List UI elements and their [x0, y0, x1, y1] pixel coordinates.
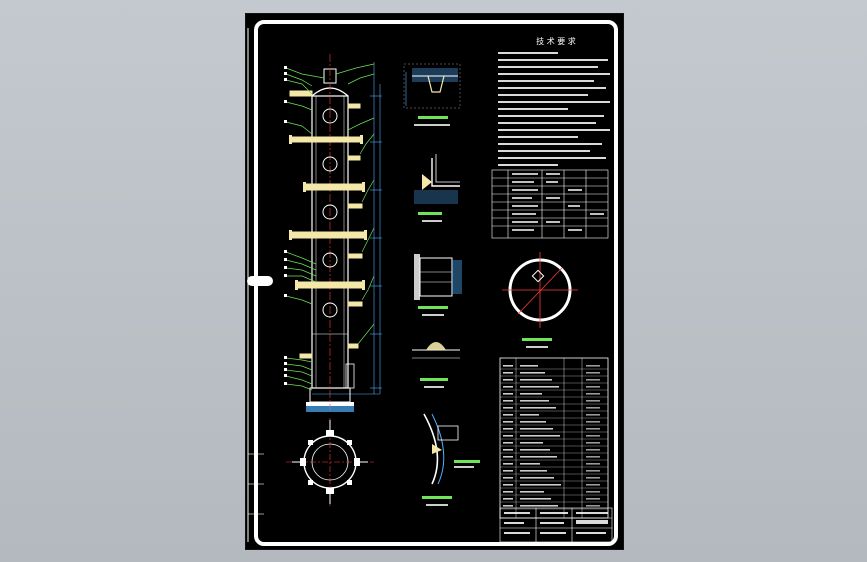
parts-row-text	[503, 505, 513, 507]
parts-row-text	[503, 484, 513, 486]
parts-row-text	[520, 407, 556, 409]
parts-row-text	[520, 456, 557, 458]
parts-row-text	[586, 505, 600, 507]
parts-row-text	[503, 365, 513, 367]
support-legs	[345, 363, 355, 402]
parts-row-text	[520, 393, 542, 395]
parts-row-text	[520, 498, 551, 500]
parts-row-text	[520, 414, 539, 416]
parts-row-text	[520, 442, 543, 444]
parts-row-text	[520, 379, 552, 381]
parts-row-text	[586, 491, 600, 493]
parts-row-text	[586, 386, 600, 388]
parts-row-text	[520, 428, 553, 430]
parts-row-text	[503, 428, 513, 430]
parts-row-text	[586, 365, 600, 367]
design-data-cells	[512, 173, 604, 231]
parts-row-text	[586, 463, 600, 465]
parts-row-text	[503, 435, 513, 437]
parts-row-text	[503, 379, 513, 381]
detail-view-2[interactable]	[414, 154, 460, 222]
parts-row-text	[586, 442, 600, 444]
parts-row-text	[520, 400, 549, 402]
parts-row-text	[586, 477, 600, 479]
viewport-resize-handle[interactable]	[247, 276, 273, 286]
parts-row-text	[503, 470, 513, 472]
parts-row-text	[520, 372, 545, 374]
base-plate	[306, 406, 354, 412]
plan-view[interactable]	[286, 418, 374, 506]
notes-title: 技 术 要 求	[536, 36, 576, 46]
parts-row-text	[586, 470, 600, 472]
parts-row-text	[503, 421, 513, 423]
parts-row-text	[520, 470, 547, 472]
parts-row-text	[520, 449, 550, 451]
detail-view-1[interactable]	[403, 63, 461, 126]
parts-row-text	[520, 484, 561, 486]
parts-row-text	[586, 400, 600, 402]
parts-row-text	[503, 372, 513, 374]
parts-row-text	[520, 505, 558, 507]
side-nozzles	[289, 90, 367, 359]
parts-row-text	[503, 456, 513, 458]
parts-row-text	[503, 414, 513, 416]
parts-row-text	[503, 491, 513, 493]
parts-row-text	[586, 456, 600, 458]
parts-row-text	[503, 463, 513, 465]
design-data-table[interactable]	[491, 169, 609, 239]
parts-row-text	[520, 421, 546, 423]
leader-lines-left	[285, 67, 325, 391]
parts-row-text	[503, 407, 513, 409]
parts-row-text	[520, 365, 538, 367]
parts-row-text	[503, 449, 513, 451]
parts-row-text	[520, 463, 540, 465]
parts-row-text	[586, 449, 600, 451]
parts-row-text	[586, 414, 600, 416]
parts-row-text	[520, 386, 559, 388]
left-title-strip	[248, 453, 264, 542]
detail-view-4[interactable]	[412, 342, 460, 388]
manholes	[322, 108, 338, 318]
detail-view-3[interactable]	[414, 254, 462, 316]
parts-row-text	[586, 435, 600, 437]
parts-row-text	[503, 442, 513, 444]
parts-row-text	[503, 386, 513, 388]
parts-row-text	[586, 498, 600, 500]
parts-row-text	[586, 428, 600, 430]
parts-row-text	[503, 477, 513, 479]
column-vessel[interactable]	[289, 54, 367, 410]
drawing-canvas[interactable]: 技 术 要 求	[246, 14, 623, 549]
parts-list-table[interactable]	[499, 357, 609, 519]
parts-row-text	[586, 372, 600, 374]
parts-row-text	[503, 498, 513, 500]
parts-row-text	[586, 421, 600, 423]
section-view[interactable]	[502, 252, 578, 348]
title-block[interactable]	[499, 507, 613, 543]
parts-row-text	[520, 491, 544, 493]
parts-row-text	[520, 435, 560, 437]
notes-text-lines	[498, 52, 610, 166]
drawing-sheet[interactable]: 技 术 要 求	[245, 13, 624, 550]
parts-list-rows	[500, 365, 608, 510]
title-block-text	[504, 512, 608, 534]
leader-dots-left	[284, 66, 287, 385]
parts-row-text	[586, 393, 600, 395]
technical-notes[interactable]: 技 术 要 求	[498, 36, 610, 166]
parts-row-text	[503, 393, 513, 395]
parts-row-text	[586, 379, 600, 381]
parts-row-text	[586, 407, 600, 409]
detail-view-5[interactable]	[422, 413, 480, 506]
nozzle-flanges	[289, 135, 367, 290]
leader-lines-right	[335, 63, 375, 345]
dimension-chain	[312, 62, 382, 395]
parts-row-text	[503, 400, 513, 402]
parts-row-text	[586, 484, 600, 486]
parts-row-text	[520, 477, 554, 479]
